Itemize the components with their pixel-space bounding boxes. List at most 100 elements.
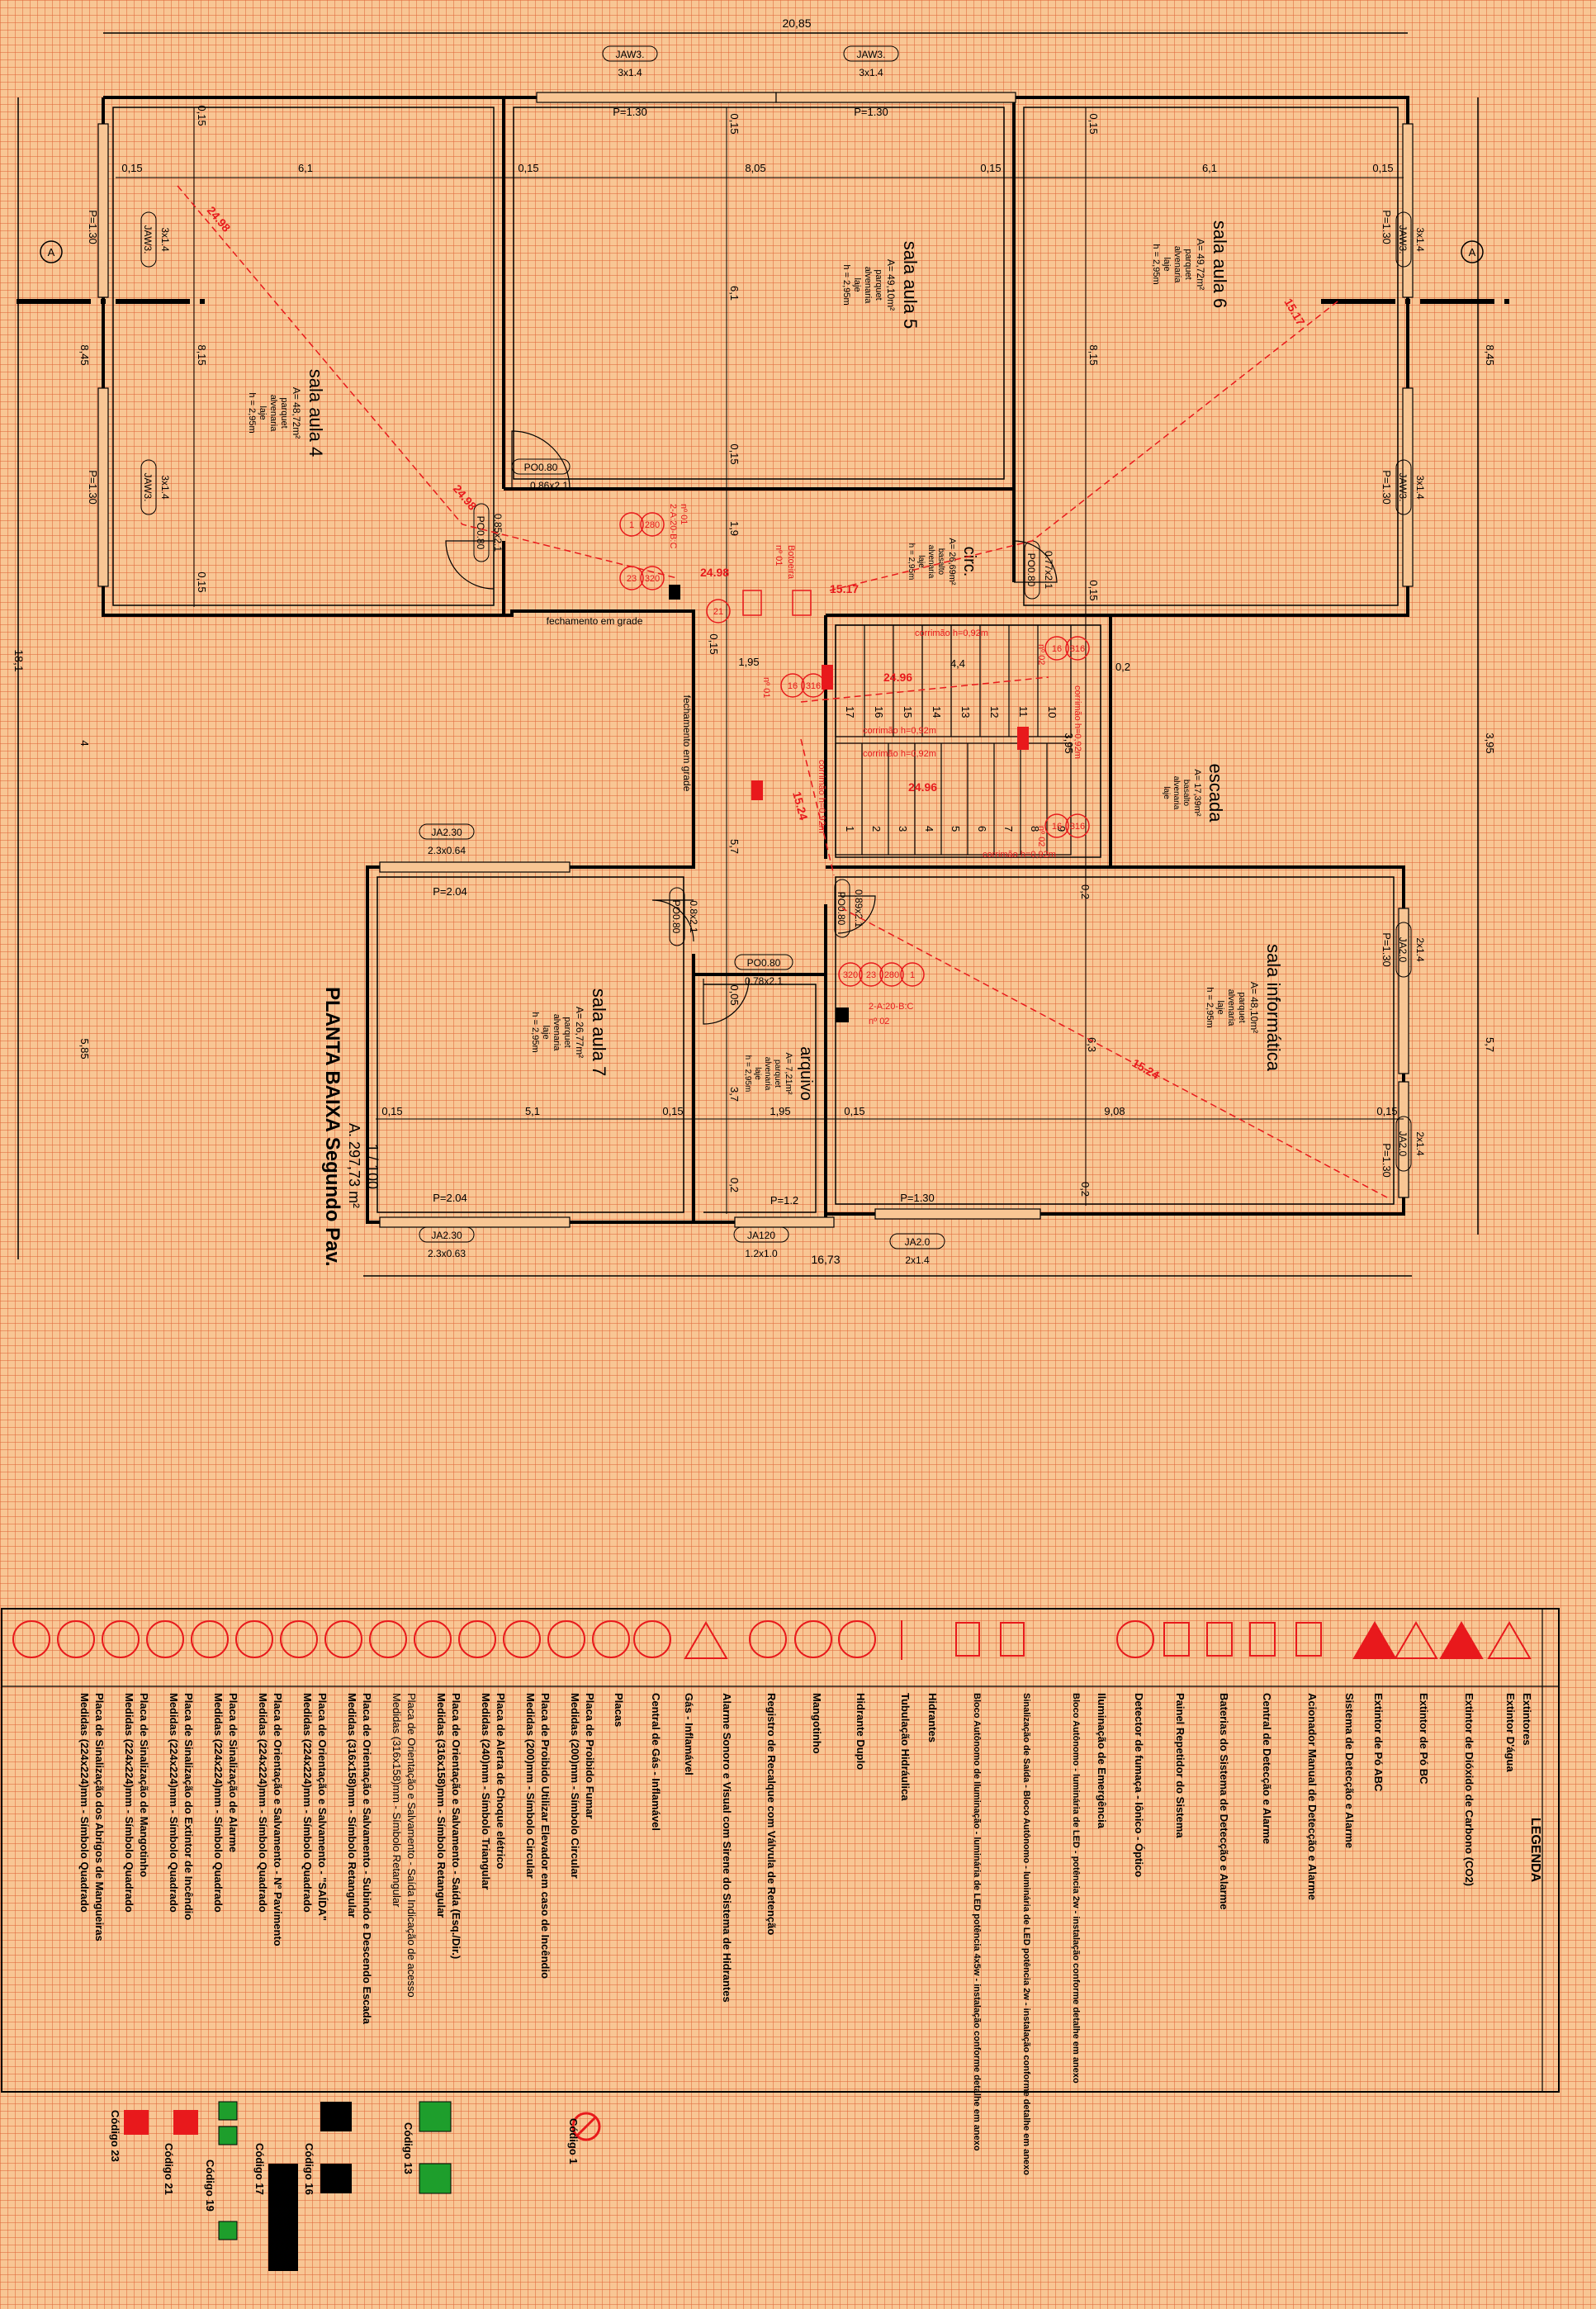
dim-015-a: 0,15 — [121, 162, 142, 174]
handrail-label: corrimão h=0,92m — [915, 628, 988, 638]
svg-text:PO0.80: PO0.80 — [836, 892, 847, 926]
sill-130-a: P=1.30 — [613, 106, 647, 118]
dim-02-a: 0,2 — [1115, 661, 1130, 673]
no-smoking-code-icon — [571, 2112, 601, 2141]
svg-text:parquet: parquet — [1237, 992, 1247, 1022]
dim-015-n: 0,15 — [1087, 580, 1100, 600]
legend-group-extintores: Extintores — [1521, 1693, 1533, 1746]
extinguisher-sign-icon — [280, 1620, 318, 1658]
legend-group-placas: Placas — [613, 1693, 625, 1727]
svg-text:JA2.30: JA2.30 — [431, 1230, 462, 1241]
legend-group-gas: Gás - Inflamável — [683, 1693, 695, 1776]
svg-text:3x1.4: 3x1.4 — [859, 67, 883, 78]
window-tag-ja20-right-1: JA2.0 2x1.4 — [1395, 922, 1426, 978]
stair-sign-code-icon — [218, 2101, 238, 2121]
code-label: Código 23 — [109, 2110, 121, 2162]
svg-text:alvenaria: alvenaria — [1226, 989, 1236, 1027]
code-label: Código 16 — [303, 2143, 315, 2195]
svg-text:laje: laje — [258, 405, 268, 420]
svg-text:alvenaria: alvenaria — [863, 267, 873, 305]
svg-text:A= 17,39m²: A= 17,39m² — [1192, 769, 1202, 817]
svg-text:PO0.80: PO0.80 — [670, 900, 682, 934]
fire-symbols — [619, 512, 1090, 987]
svg-text:h = 2,95m: h = 2,95m — [1205, 987, 1215, 1027]
stair-step: 7 — [1002, 826, 1015, 832]
svg-text:2x1.4: 2x1.4 — [1414, 1131, 1426, 1156]
svg-text:h = 2,95m: h = 2,95m — [530, 1012, 540, 1052]
legend-item: Bloco Autônomo - luminária de LED - potê… — [1071, 1693, 1081, 2084]
exit-direction-sign-icon — [458, 1620, 496, 1658]
dim-015-f: 0,15 — [662, 1105, 683, 1117]
svg-text:2x1.4: 2x1.4 — [905, 1254, 930, 1266]
dim-63: 6,3 — [1086, 1037, 1098, 1052]
sill-130-f: P=1.30 — [1381, 470, 1393, 505]
sign-code: 316 — [806, 681, 821, 691]
svg-text:parquet: parquet — [773, 1060, 782, 1088]
legend-item: Medidas (224x224)mm - Símbolo Quadrado — [123, 1693, 135, 1913]
legend-item: Painel Repetidor do Sistema — [1174, 1693, 1186, 1838]
handrail-label: corrimão h=0,92m — [1073, 685, 1082, 759]
legend-item: Medidas (316x158)mm - Símbolo Retangular — [435, 1693, 448, 1918]
sign-circle — [859, 962, 883, 987]
legend-item: Placa de Sinalização de Alarme — [227, 1693, 239, 1852]
dim-bottom-total: 16,73 — [811, 1253, 840, 1266]
hydrant-icon — [1017, 727, 1029, 750]
floor-sign-icon-code — [268, 2164, 298, 2271]
svg-text:h = 2,95m: h = 2,95m — [247, 392, 257, 433]
alarm-box — [792, 590, 812, 616]
svg-text:2.3x0.64: 2.3x0.64 — [428, 845, 466, 856]
plan-title: PLANTA BAIXA Segundo Pav. — [321, 987, 343, 1267]
dim-195-top: 1,95 — [738, 656, 759, 668]
svg-text:A= 48,10m²: A= 48,10m² — [1248, 982, 1260, 1033]
dim-19: 1,9 — [728, 521, 741, 536]
legend-item: Placa de Orientação e Salvamento - Subin… — [361, 1693, 373, 2025]
dim-61-right: 6,1 — [1202, 162, 1217, 174]
sill-12: P=1.2 — [770, 1194, 798, 1207]
exit-access-sign-icon — [414, 1620, 452, 1658]
handrail-label: corrimão h=0,92m — [863, 726, 936, 736]
dim-015-d: 0,15 — [1372, 162, 1393, 174]
window-tag-jaw3-left-2: JAW3. 3x1.4 — [140, 459, 171, 515]
extinguisher-co2-icon — [1439, 1621, 1484, 1659]
dim-815-right: 8,15 — [1087, 344, 1100, 365]
code-label: Código 21 — [163, 2143, 175, 2195]
legend-item: Acionador Manual de Detecção e Alarme — [1306, 1693, 1319, 1900]
extinguisher-water-icon — [1487, 1621, 1532, 1659]
svg-text:0.8x2.1: 0.8x2.1 — [688, 900, 699, 933]
extinguisher-number: nº 02 — [1036, 826, 1046, 846]
stair-step: 5 — [950, 826, 962, 832]
sign-code: 16 — [788, 681, 798, 691]
dim-805: 8,05 — [745, 162, 765, 174]
svg-text:circ.: circ. — [960, 547, 978, 577]
window-tag-jaw3-top-right: JAW3. 3x1.4 — [843, 45, 899, 78]
dim-02-b: 0,2 — [1079, 884, 1092, 899]
svg-text:laje: laje — [541, 1025, 551, 1039]
legend-item: Sinalização de Saída - Bloco Autônomo - … — [1021, 1693, 1031, 2175]
section-mark-right — [1461, 240, 1484, 263]
window-tag-jaw3-left-1: JAW3. 3x1.4 — [140, 211, 171, 268]
no-smoking-sign-icon — [12, 1620, 50, 1658]
dim-02-c: 0,2 — [1079, 1182, 1092, 1197]
svg-text:PO0.80: PO0.80 — [524, 462, 558, 473]
note-fechamento-grade-side: fechamento em grade — [681, 695, 693, 792]
hydrant-icon — [751, 780, 763, 800]
siren-icon — [684, 1621, 728, 1659]
sign-circle — [1065, 636, 1090, 661]
floor-sign-icon — [191, 1620, 229, 1658]
stair-step: 4 — [923, 826, 935, 832]
legend-symbols — [12, 1620, 1532, 1660]
svg-text:JA2.0: JA2.0 — [1397, 937, 1409, 963]
dim-845-left: 8,45 — [78, 344, 91, 365]
svg-text:JA2.30: JA2.30 — [431, 827, 462, 838]
window-tag-ja20-bottom: JA2.0 2x1.4 — [889, 1233, 945, 1266]
dim-015-g: 0,15 — [844, 1105, 864, 1117]
extinguisher-abc-icon — [1352, 1621, 1397, 1659]
window-tag-ja230-bottom: JA2.30 2.3x0.63 — [419, 1226, 475, 1259]
extinguisher-number: nº 01 — [679, 504, 689, 524]
stair-step: 16 — [873, 706, 885, 718]
sign-code: 280 — [884, 970, 899, 980]
window-tag-ja120: JA120 1.2x1.0 — [733, 1226, 789, 1259]
fire-equipment — [669, 585, 1029, 1022]
code-label: Código 17 — [253, 2143, 266, 2195]
door-tag-po080-b: PO0.80 0.78x2.1 — [734, 954, 793, 987]
